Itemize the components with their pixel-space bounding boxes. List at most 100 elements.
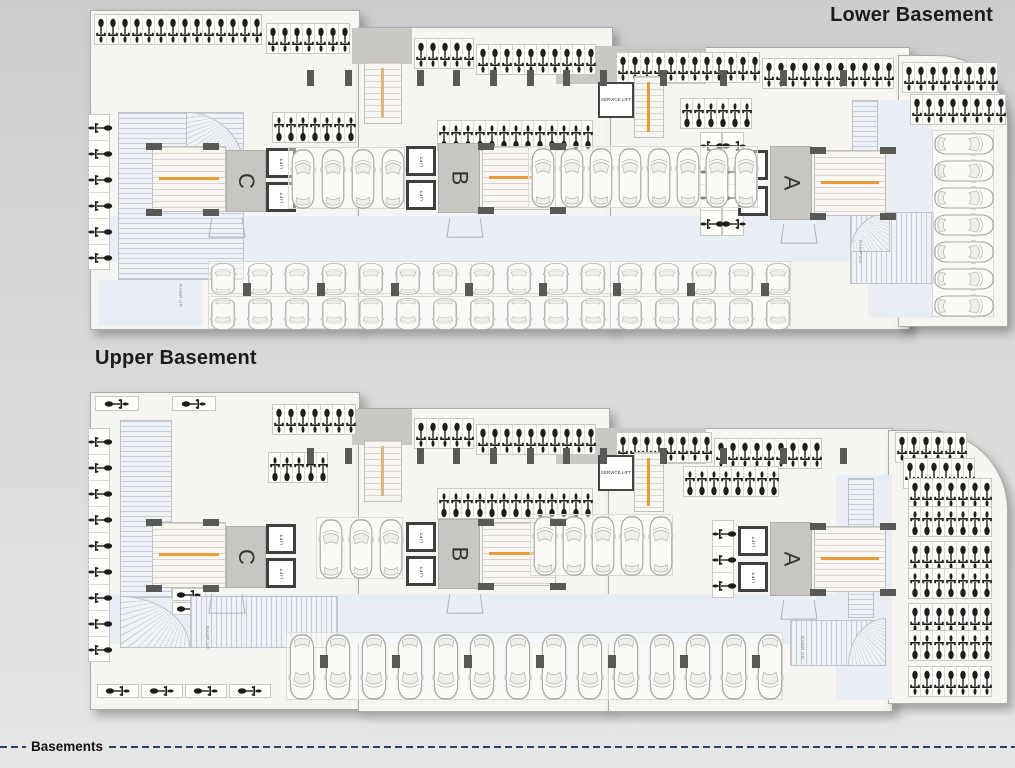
two-wheeler-stall	[921, 604, 933, 635]
scooter-icon	[452, 422, 462, 447]
car-icon	[395, 634, 424, 700]
two-wheeler-stall	[513, 45, 525, 76]
car-parking-bay	[320, 297, 348, 330]
column	[417, 448, 424, 464]
car-parking-bay	[529, 147, 556, 209]
two-wheeler-stall	[267, 24, 279, 55]
lift-lobby-tower-b: B	[438, 519, 480, 589]
car-parking-bay	[647, 515, 674, 577]
car-icon	[764, 297, 792, 330]
two-wheeler-stall	[677, 53, 689, 84]
tower-letter: A	[779, 175, 804, 191]
column	[527, 70, 534, 86]
scooter-icon	[702, 436, 712, 461]
lift-label: LIFT	[418, 531, 424, 543]
car-parking-bay	[616, 147, 643, 209]
column	[203, 585, 219, 592]
two-wheeler-stall	[744, 467, 756, 498]
dashed-line	[109, 745, 1015, 748]
two-wheeler-stall	[951, 63, 963, 94]
scooter-icon	[934, 545, 944, 570]
lift-shaft: LIFT	[406, 146, 436, 176]
car-icon	[616, 262, 644, 295]
car-icon	[934, 293, 994, 318]
two-wheeler-parking-row	[268, 452, 328, 483]
column	[840, 70, 847, 86]
car-icon	[209, 297, 237, 330]
car-icon	[542, 297, 570, 330]
two-wheeler-parking-row	[895, 432, 967, 463]
two-wheeler-stall	[763, 439, 775, 470]
scooter-icon	[946, 510, 956, 535]
column	[810, 147, 826, 154]
scooter-icon	[268, 27, 278, 52]
two-wheeler-stall	[88, 611, 113, 637]
column	[146, 585, 162, 592]
car-icon	[934, 266, 994, 291]
two-wheeler-stall	[933, 507, 945, 538]
column	[810, 523, 826, 530]
column	[550, 143, 566, 150]
two-wheeler-stall	[751, 439, 763, 470]
car-icon	[683, 634, 712, 700]
car-parking-bay	[683, 633, 712, 701]
scooter-icon	[523, 492, 533, 517]
car-icon	[349, 149, 376, 209]
car-icon	[320, 297, 348, 330]
two-wheeler-stall	[945, 507, 957, 538]
scooter-icon	[439, 492, 449, 517]
two-wheeler-stall	[787, 439, 799, 470]
two-wheeler-stall	[95, 15, 107, 46]
scooter-icon	[88, 593, 113, 603]
stair-handrail	[381, 445, 384, 497]
column	[563, 70, 570, 86]
two-wheeler-stall	[285, 405, 297, 436]
scooter-icon	[88, 645, 113, 655]
lift-label: LIFT	[278, 157, 284, 169]
scooter-icon	[574, 48, 584, 73]
scooter-icon	[970, 670, 980, 695]
scooter-icon	[733, 470, 743, 495]
two-wheeler-stall	[689, 53, 701, 84]
car-icon	[503, 634, 532, 700]
column	[660, 70, 667, 86]
two-wheeler-stall	[549, 425, 561, 456]
lift-label: LIFT	[278, 533, 284, 545]
car-parking-bay	[209, 297, 237, 330]
scooter-icon	[946, 607, 956, 632]
scooter-icon	[88, 227, 113, 237]
scooter-icon	[583, 124, 593, 149]
scooter-icon	[745, 470, 755, 495]
car-icon	[377, 519, 404, 579]
scooter-icon	[922, 482, 932, 507]
car-icon	[653, 262, 681, 295]
scooter-icon	[475, 492, 485, 517]
car-icon	[703, 148, 730, 208]
scooter-icon	[535, 124, 545, 149]
two-wheeler-stall	[871, 59, 883, 90]
lift-shaft: LIFT	[266, 524, 296, 554]
scooter-icon	[451, 492, 461, 517]
column	[680, 655, 688, 668]
car-parking-bay	[933, 239, 995, 264]
scooter-icon	[910, 510, 920, 535]
two-wheeler-stall	[909, 604, 921, 635]
two-wheeler-stall	[97, 684, 139, 698]
scooter-icon	[872, 62, 882, 87]
two-wheeler-stall	[215, 15, 227, 46]
two-wheeler-parking-row	[683, 466, 779, 497]
scooter-icon	[88, 489, 113, 499]
car-icon	[616, 297, 644, 330]
column	[345, 70, 352, 86]
car-icon	[283, 297, 311, 330]
scooter-icon	[346, 116, 356, 141]
scooter-icon	[922, 607, 932, 632]
car-parking-bay	[377, 518, 404, 580]
basements-label: Basements	[31, 739, 104, 754]
two-wheeler-stall	[88, 141, 113, 167]
scooter-icon	[478, 428, 488, 453]
scooter-icon	[982, 670, 992, 695]
scooter-icon	[88, 253, 113, 263]
car-parking-bay	[431, 262, 459, 295]
car-parking-bay	[283, 262, 311, 295]
